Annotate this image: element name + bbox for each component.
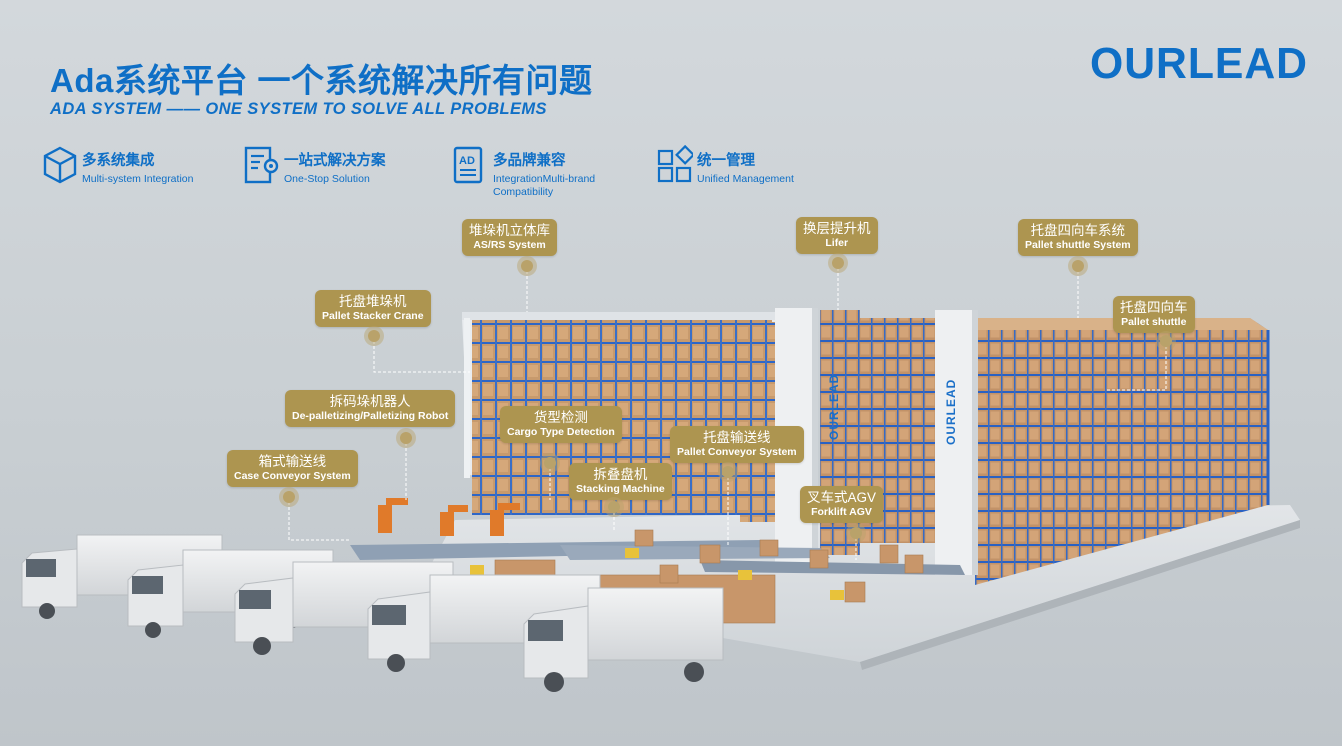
- tower-logo-text: OURLEAD: [944, 379, 958, 445]
- callout-lifter-dot: [832, 257, 844, 269]
- callout-stacking-dot: [608, 501, 620, 513]
- feature-multi-brand: AD 多品牌兼容 IntegrationMulti-brand Compatib…: [453, 145, 628, 201]
- brand-logo: OURLEAD: [1088, 38, 1313, 86]
- feature-title: 一站式解决方案: [284, 153, 386, 169]
- truck-5: [523, 587, 724, 692]
- truck-fleet: [21, 534, 724, 692]
- callout-asrs-dot: [521, 260, 533, 272]
- callout-pallet-conveyor-dot: [722, 466, 734, 478]
- callout-case-conveyor-dot: [283, 491, 295, 503]
- feature-subtitle: IntegrationMulti-brand Compatibility: [493, 173, 596, 198]
- feature-title: 多品牌兼容: [493, 153, 566, 169]
- shuttle-rack: [975, 318, 1270, 585]
- lifter-tower-2: OURLEAD: [935, 310, 978, 575]
- grid-diamond-icon: [657, 145, 693, 183]
- gear-list-icon: [244, 146, 279, 184]
- feature-subtitle: Multi-system Integration: [82, 173, 194, 185]
- agvs: [470, 548, 844, 600]
- feature-multi-system: 多系统集成 Multi-system Integration: [42, 145, 212, 201]
- cube-icon: [43, 146, 77, 184]
- feature-title: 多系统集成: [82, 153, 155, 169]
- document-ad-icon: AD: [453, 146, 483, 184]
- svg-text:OURLEAD: OURLEAD: [1090, 39, 1308, 86]
- callout-stacker-dot: [368, 330, 380, 342]
- tower-logo-text: OURLEAD: [827, 374, 841, 440]
- feature-subtitle: Unified Management: [697, 173, 794, 185]
- feature-title: 统一管理: [697, 153, 755, 169]
- svg-text:AD: AD: [459, 155, 475, 167]
- leader-lines: [288, 263, 1167, 560]
- feature-one-stop: 一站式解决方案 One-Stop Solution: [244, 145, 414, 201]
- callout-cargo-dot: [544, 457, 556, 469]
- callout-shuttle-system-dot: [1072, 260, 1084, 272]
- page-subtitle: ADA SYSTEM —— ONE SYSTEM TO SOLVE ALL PR…: [50, 100, 547, 118]
- feature-unified: 统一管理 Unified Management: [657, 145, 827, 201]
- callout-robot-dot: [400, 432, 412, 444]
- callout-shuttle-dot: [1160, 335, 1172, 347]
- callout-agv-dot: [850, 527, 862, 539]
- page-title: Ada系统平台 一个系统解决所有问题: [50, 62, 593, 99]
- palletizing-robots: [378, 498, 520, 536]
- feature-subtitle: One-Stop Solution: [284, 173, 370, 185]
